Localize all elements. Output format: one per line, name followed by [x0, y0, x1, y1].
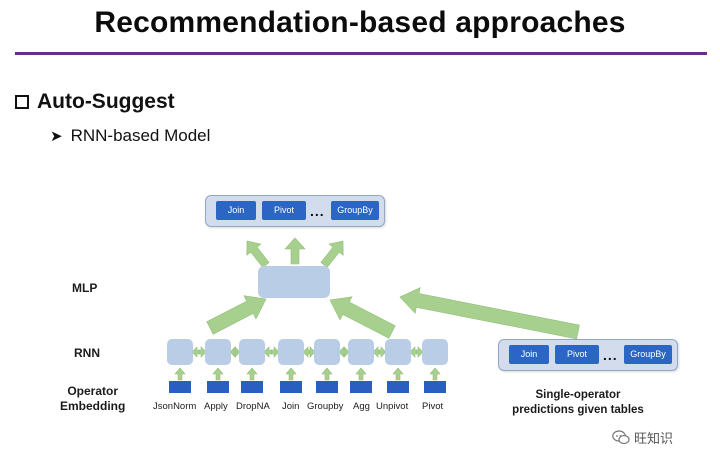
embedding-row-label: Operator Embedding [60, 384, 125, 414]
table-op-join: Join [509, 345, 549, 364]
arrowhead-bullet-icon: ➤ [50, 128, 63, 145]
bullet-label: Auto-Suggest [37, 90, 175, 113]
sub-bullet-label: RNN-based Model [70, 126, 211, 145]
embedding-up-arrow-icon [392, 367, 404, 381]
operator-embedding-box [280, 381, 302, 393]
caption-line: predictions given tables [512, 404, 644, 416]
hollow-square-bullet-icon [15, 95, 29, 109]
bullet-item: Auto-Suggest [15, 90, 175, 114]
rnn-link-arrow-icon [271, 346, 280, 358]
table-predictions-caption: Single-operator predictions given tables [478, 388, 678, 418]
mlp-block [258, 266, 330, 298]
rnn-cell [205, 339, 231, 365]
rnn-link-arrow-icon [191, 346, 200, 358]
output-op-groupby: GroupBy [331, 201, 379, 220]
title-underline [15, 52, 707, 55]
sequence-operator-label: Join [282, 401, 300, 412]
sequence-operator-label: Groupby [307, 401, 344, 412]
table-predictions-panel: Join Pivot ... GroupBy [498, 339, 678, 371]
rnn-link-arrow-icon [302, 346, 310, 358]
rnn-link-arrow-icon [409, 346, 417, 358]
embedding-up-arrow-icon [174, 367, 186, 381]
caption-line: Single-operator [535, 389, 621, 401]
output-op-join: Join [216, 201, 256, 220]
embedding-row-label-line: Operator [67, 384, 119, 398]
rnn-cell [385, 339, 411, 365]
rnn-cell [348, 339, 374, 365]
embedding-up-arrow-icon [285, 367, 297, 381]
table-op-pivot: Pivot [555, 345, 599, 364]
sequence-operator-label: Unpivot [376, 401, 409, 412]
rnn-link-arrow-icon [372, 346, 380, 358]
rnn-cell [239, 339, 265, 365]
sequence-operator-label: JsonNorm [153, 401, 197, 412]
rnn-to-mlp-arrow-icon [206, 295, 267, 335]
embedding-up-arrow-icon [321, 367, 333, 381]
up-right-arrow-icon [320, 240, 344, 268]
embedding-up-arrow-icon [429, 367, 441, 381]
up-left-arrow-icon [246, 240, 270, 268]
sub-bullet-item: ➤ RNN-based Model [50, 126, 210, 146]
watermark-text: 旺知识 [634, 431, 674, 446]
rnn-cell [422, 339, 448, 365]
rnn-link-arrow-icon [338, 346, 345, 358]
rnn-row-label: RNN [74, 346, 100, 360]
operator-embedding-box [316, 381, 338, 393]
output-op-pivot: Pivot [262, 201, 306, 220]
rnn-link-arrow-icon [263, 346, 272, 358]
sequence-operator-label: Agg [353, 401, 370, 412]
operator-embedding-box [169, 381, 191, 393]
watermark: 旺知识 [612, 428, 673, 447]
operator-embedding-box [424, 381, 446, 393]
rnn-link-arrow-icon [229, 346, 236, 358]
slide-title: Recommendation-based approaches [94, 6, 626, 39]
embedding-up-arrow-icon [212, 367, 224, 381]
rnn-to-mlp-arrow-icon [329, 296, 396, 339]
chat-bubble-icon [612, 430, 630, 445]
rnn-link-arrow-icon [198, 346, 207, 358]
sequence-operator-label: DropNA [236, 401, 270, 412]
table-ellipsis: ... [603, 347, 618, 363]
embedding-row-label-line: Embedding [60, 399, 126, 413]
embedding-up-arrow-icon [246, 367, 258, 381]
rnn-cell [167, 339, 193, 365]
table-to-mlp-arrow-icon [399, 287, 580, 340]
table-op-groupby: GroupBy [624, 345, 672, 364]
output-operators-panel: Join Pivot ... GroupBy [205, 195, 385, 227]
mlp-row-label: MLP [72, 281, 98, 295]
rnn-cell [314, 339, 340, 365]
operator-embedding-box [241, 381, 263, 393]
up-arrow-icon [284, 237, 306, 265]
sequence-operator-label: Apply [204, 401, 228, 412]
output-ellipsis: ... [310, 203, 325, 219]
operator-embedding-box [387, 381, 409, 393]
embedding-up-arrow-icon [355, 367, 367, 381]
rnn-cell [278, 339, 304, 365]
operator-embedding-box [207, 381, 229, 393]
operator-embedding-box [350, 381, 372, 393]
sequence-operator-label: Pivot [422, 401, 444, 412]
